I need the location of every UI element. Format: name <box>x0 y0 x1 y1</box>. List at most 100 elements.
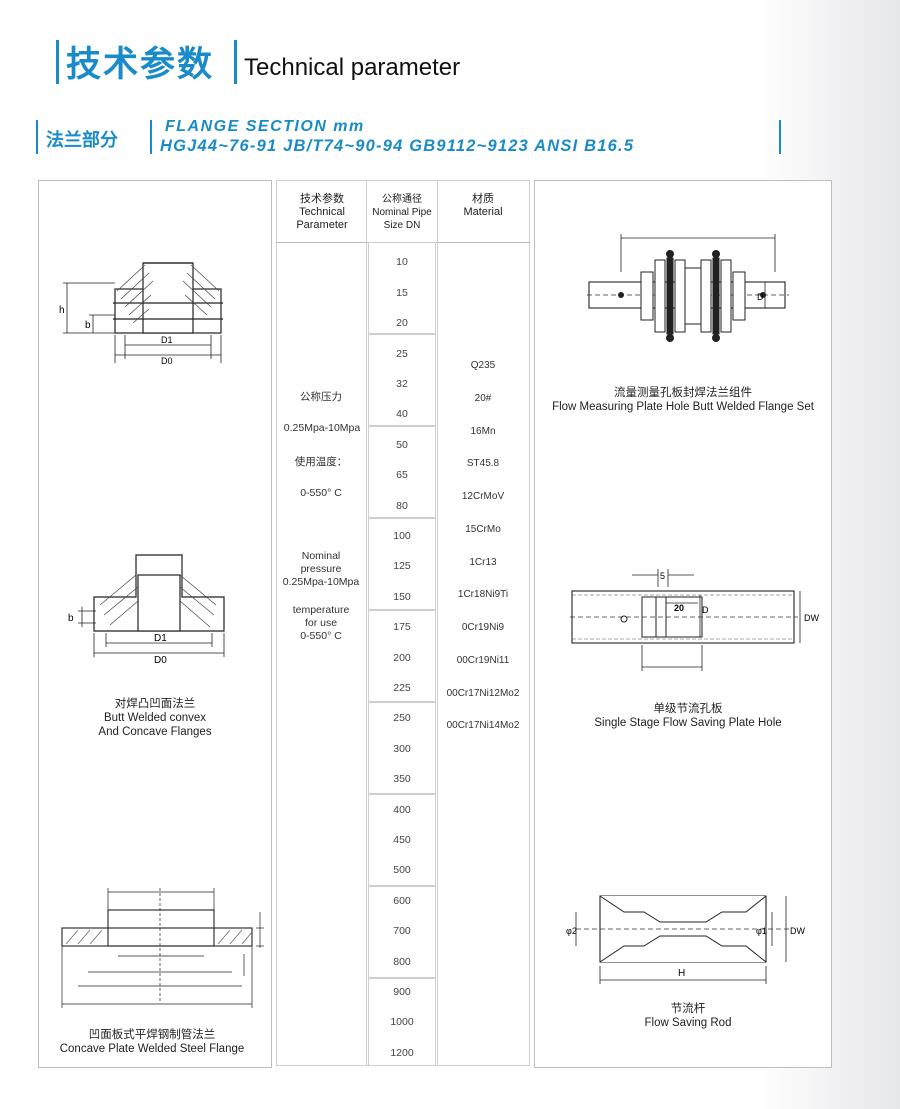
single-stage-caption: 单级节流孔板 Single Stage Flow Saving Plate Ho… <box>540 702 836 730</box>
material-item: 1Cr18Ni9Ti <box>457 589 509 600</box>
svg-text:H: H <box>678 968 685 979</box>
dn-value: 700 <box>393 925 411 937</box>
dn-value: 600 <box>393 895 411 907</box>
single-stage-caption-cn: 单级节流孔板 <box>653 703 723 715</box>
material-item: 1Cr13 <box>469 557 497 568</box>
dn-value: 125 <box>393 560 411 572</box>
fig2-caption-en-2: And Concave Flanges <box>98 726 212 738</box>
dn-value: 10 <box>396 256 408 268</box>
dn-value: 100 <box>393 530 411 542</box>
dn-value: 175 <box>393 621 411 633</box>
dn-value: 80 <box>396 500 408 512</box>
param-for-use-en: for use <box>304 617 338 629</box>
flow-saving-rod-caption-cn: 节流杆 <box>670 1003 706 1015</box>
orifice-flange-set-drawing: D <box>587 234 789 342</box>
dn-value: 1200 <box>390 1047 414 1059</box>
dn-col-header: 公称通径 Nominal Pipe Size DN <box>372 194 432 231</box>
material-item: 15CrMo <box>465 524 501 535</box>
section-title-en-line1: FLANGE SECTION mm <box>165 118 365 135</box>
section-title-cn: 法兰部分 <box>46 130 118 151</box>
material-item: Q235 <box>470 360 496 371</box>
svg-text:D: D <box>702 605 709 615</box>
dn-group-2 <box>368 334 436 426</box>
param-temp-cn: 使用温度： <box>294 456 348 468</box>
param-col-divider-2 <box>437 180 438 1066</box>
dn-value: 900 <box>393 986 411 998</box>
material-item: 12CrMoV <box>461 491 505 502</box>
dn-group-6 <box>368 702 436 794</box>
svg-text:DW: DW <box>790 926 805 936</box>
dn-group-7 <box>368 794 436 886</box>
svg-text:5: 5 <box>660 571 665 581</box>
param-nominal-en: Nominal <box>301 550 341 562</box>
svg-text:D1: D1 <box>154 633 167 644</box>
dn-group-8 <box>368 886 436 978</box>
fig2-caption-cn: 对焊凸凹面法兰 <box>114 698 196 710</box>
dn-value: 450 <box>393 834 411 846</box>
material-col-header: 材质 Material <box>463 193 503 218</box>
page-title-en: Technical parameter <box>244 54 461 81</box>
svg-text:b: b <box>85 320 91 331</box>
butt-weld-flange-drawing-1: h b D1 D0 <box>59 262 223 366</box>
dn-group-4 <box>368 518 436 610</box>
dn-value: 225 <box>393 682 411 694</box>
param-col-divider-1 <box>366 180 367 1066</box>
fig3-caption-cn: 凹面板式平焊钢制管法兰 <box>88 1029 216 1041</box>
dn-value: 32 <box>396 378 408 390</box>
flow-saving-rod-caption: 节流杆 Flow Saving Rod <box>540 1002 836 1030</box>
single-stage-caption-en: Single Stage Flow Saving Plate Hole <box>594 717 782 729</box>
material-item: ST45.8 <box>466 458 500 469</box>
fig2-caption-en-1: Butt Welded convex <box>103 712 207 724</box>
dn-group-5 <box>368 610 436 702</box>
svg-text:b: b <box>68 613 74 624</box>
material-item: 00Cr19Ni11 <box>456 655 510 666</box>
orifice-flange-caption-en: Flow Measuring Plate Hole Butt Welded Fl… <box>552 401 814 413</box>
svg-text:D1: D1 <box>161 335 173 345</box>
param-temp-range: 0-550° C <box>300 487 342 499</box>
material-item: 16Mn <box>470 426 496 437</box>
orifice-flange-caption: 流量测量孔板封焊法兰组件 Flow Measuring Plate Hole B… <box>540 386 826 414</box>
section-bar-left <box>36 120 38 154</box>
plate-weld-flange-drawing <box>61 888 264 1008</box>
fig3-caption-en: Concave Plate Welded Steel Flange <box>59 1043 245 1055</box>
dn-value: 50 <box>396 439 408 451</box>
param-pressure-range: 0.25Mpa-10Mpa <box>283 422 361 434</box>
single-stage-plate-drawing: 5 20 D DW <box>570 569 819 671</box>
param-pressure-en: pressure <box>300 563 342 575</box>
dn-value: 300 <box>393 743 411 755</box>
dn-value: 800 <box>393 956 411 968</box>
svg-text:D: D <box>757 292 764 302</box>
dn-value: 40 <box>396 408 408 420</box>
butt-weld-flange-drawing-2: b D1 D0 <box>68 554 225 666</box>
title-bar-right <box>234 40 237 84</box>
material-item: 20# <box>474 393 492 404</box>
title-bar-left <box>56 40 59 84</box>
dn-value: 20 <box>396 317 408 329</box>
flow-saving-rod-drawing: φ2 φ1 DW H <box>566 895 805 984</box>
section-bar-right <box>779 120 781 154</box>
dn-value: 65 <box>396 469 408 481</box>
flow-saving-rod-caption-en: Flow Saving Rod <box>644 1017 732 1029</box>
svg-text:φ1: φ1 <box>756 926 767 936</box>
svg-text:DW: DW <box>804 613 819 623</box>
material-item: 00Cr17Ni14Mo2 <box>446 720 520 731</box>
svg-text:20: 20 <box>674 603 684 613</box>
section-title-en-line2: HGJ44~76-91 JB/T74~90-94 GB9112~9123 ANS… <box>160 137 635 155</box>
dn-value: 500 <box>393 864 411 876</box>
svg-text:φ2: φ2 <box>566 926 577 936</box>
param-col-header: 技术参数 Technical Parameter <box>296 193 348 231</box>
svg-text:D0: D0 <box>161 356 173 366</box>
dn-value: 200 <box>393 652 411 664</box>
dn-value: 15 <box>396 287 408 299</box>
dn-value: 400 <box>393 804 411 816</box>
dn-group-1 <box>368 242 436 334</box>
dn-value: 350 <box>393 773 411 785</box>
dn-group-3 <box>368 426 436 518</box>
dn-value: 25 <box>396 348 408 360</box>
param-temperature-en: temperature <box>292 604 350 616</box>
dn-value: 1000 <box>390 1016 414 1028</box>
page-title-cn: 技术参数 <box>66 45 215 85</box>
section-bar-mid <box>150 120 152 154</box>
fig3-caption: 凹面板式平焊钢制管法兰 Concave Plate Welded Steel F… <box>48 1028 256 1056</box>
dn-value: 150 <box>393 591 411 603</box>
